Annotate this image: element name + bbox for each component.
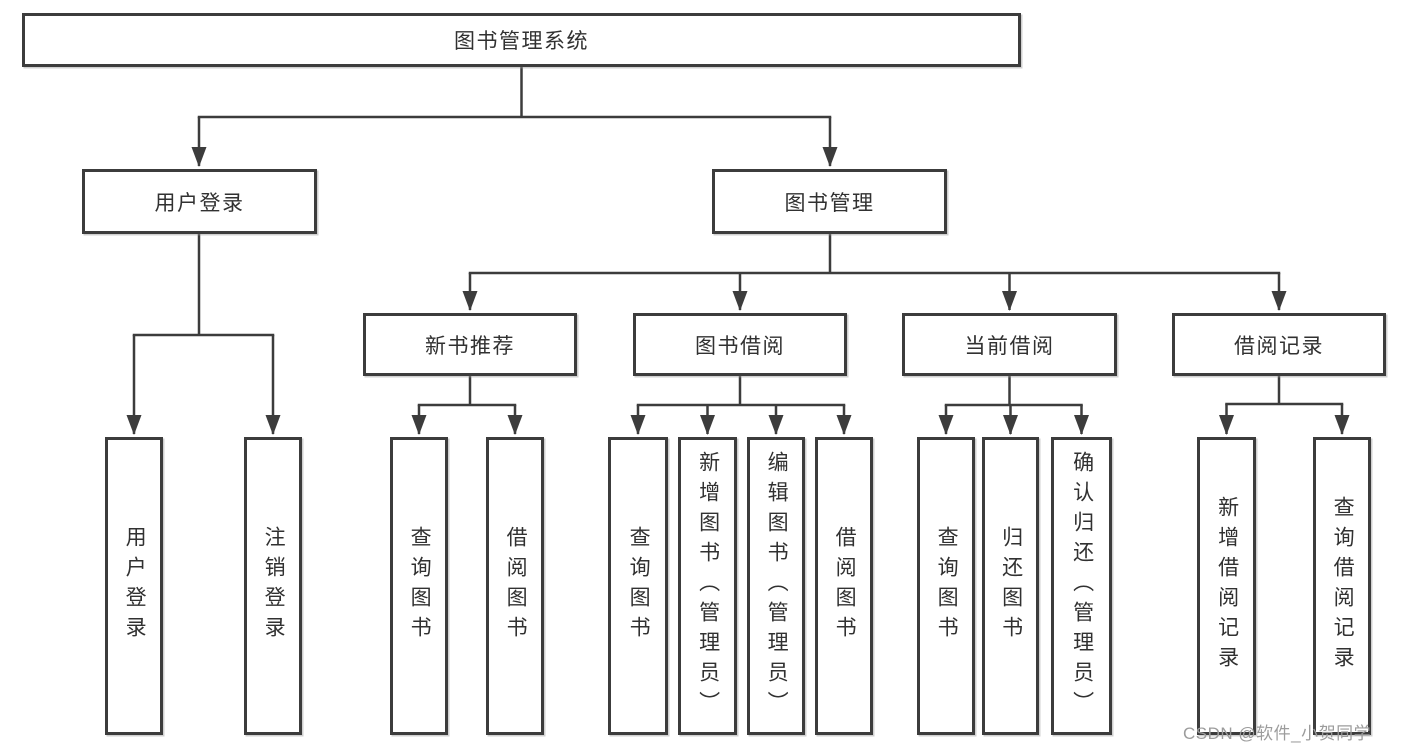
node-book-management: 图书管理 <box>712 169 947 234</box>
leaf-recommend-borrow-books: 借阅图书 <box>486 437 544 735</box>
leaf-records-query-record: 查询借阅记录 <box>1313 437 1371 735</box>
node-user-login: 用户登录 <box>82 169 317 234</box>
leaf-logout: 注销登录 <box>244 437 302 735</box>
node-borrowing-records: 借阅记录 <box>1172 313 1386 376</box>
node-book-borrowing: 图书借阅 <box>633 313 847 376</box>
csdn-watermark: CSDN @软件_小贺同学 <box>1183 724 1372 743</box>
leaf-current-return-books: 归还图书 <box>982 437 1039 735</box>
leaf-current-query-books: 查询图书 <box>917 437 975 735</box>
node-library-system: 图书管理系统 <box>22 13 1021 67</box>
leaf-recommend-query-books: 查询图书 <box>390 437 448 735</box>
node-new-book-recommend: 新书推荐 <box>363 313 577 376</box>
node-current-borrowing: 当前借阅 <box>902 313 1117 376</box>
leaf-borrowing-borrow-books: 借阅图书 <box>815 437 873 735</box>
leaf-current-confirm-return-admin: 确认归还（管理员） <box>1051 437 1112 735</box>
leaf-records-add-record: 新增借阅记录 <box>1197 437 1256 735</box>
leaf-borrowing-add-books-admin: 新增图书（管理员） <box>678 437 737 735</box>
leaf-borrowing-query-books: 查询图书 <box>608 437 668 735</box>
leaf-user-login: 用户登录 <box>105 437 163 735</box>
leaf-borrowing-edit-books-admin: 编辑图书（管理员） <box>747 437 805 735</box>
